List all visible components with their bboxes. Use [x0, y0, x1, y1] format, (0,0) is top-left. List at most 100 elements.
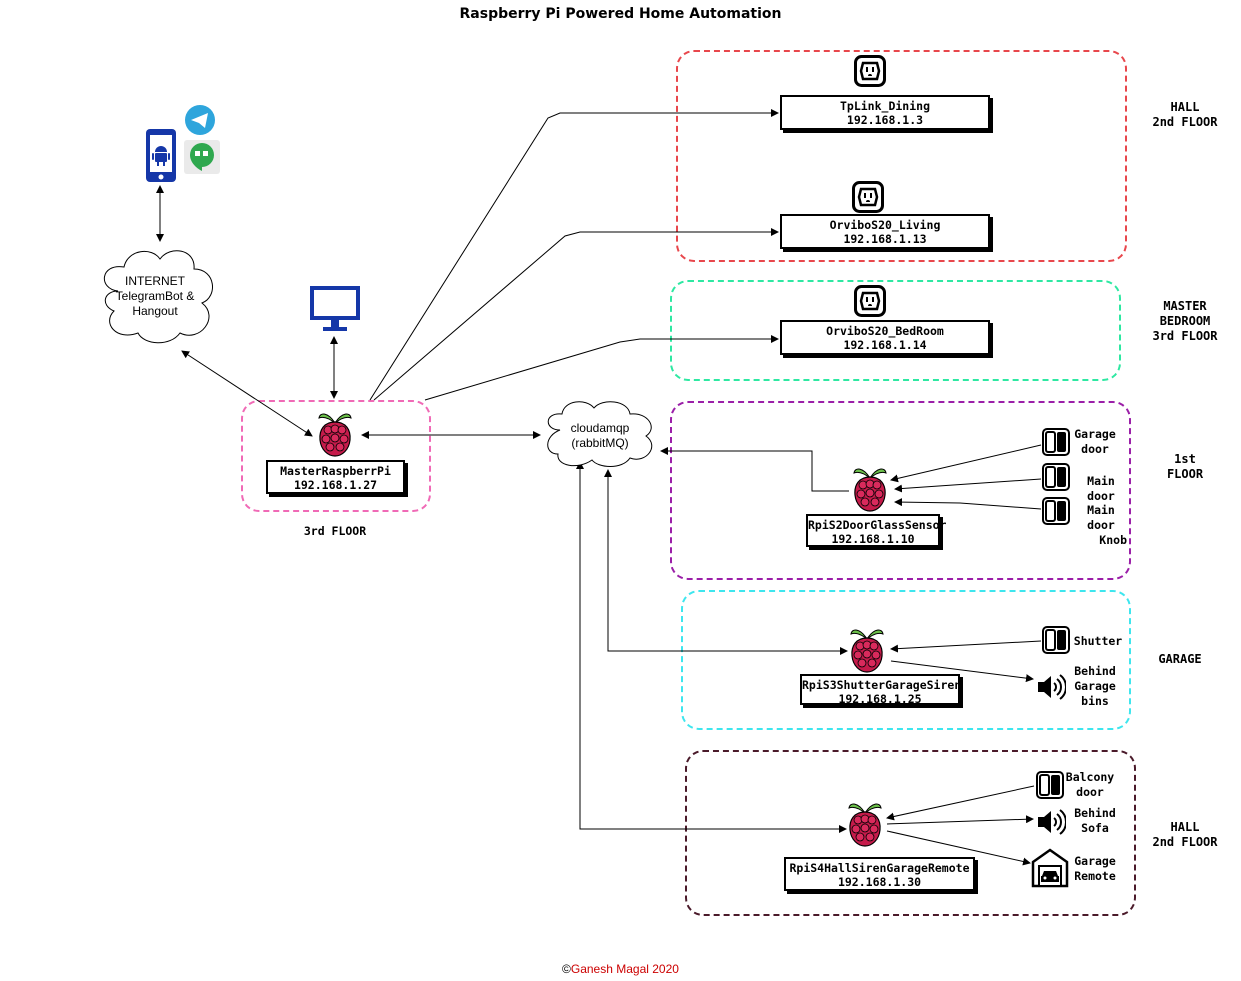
pi-ip: 192.168.1.10: [831, 532, 915, 546]
zone-master-3rd-floor: [241, 400, 431, 512]
plug-box-orvibo-living: OrviboS20_Living 192.168.1.13: [780, 214, 990, 249]
switch-icon: [1042, 463, 1070, 491]
plug-ip: 192.168.1.14: [843, 338, 927, 352]
link-pi4-speaker: [886, 815, 1034, 825]
zone-label-line1: HALL: [1170, 100, 1200, 114]
power-outlet-icon: [854, 55, 886, 87]
zone-master-bedroom: [670, 280, 1121, 381]
garage-remote-label-line2: Remote: [1074, 869, 1116, 883]
behind-sofa-label: Behind Sofa: [1066, 806, 1124, 836]
internet-label-line2: TelegramBot &: [115, 289, 195, 303]
raspberry-pi-icon: [850, 629, 884, 673]
main-door-knob-label: Main door Knob: [1070, 503, 1132, 548]
master-pi-box: MasterRaspberrPi 192.168.1.27: [266, 460, 405, 494]
balcony-door-label-line1: Balcony: [1065, 770, 1115, 784]
copyright-symbol: ©: [562, 962, 571, 976]
link-pi3-speaker: [890, 660, 1034, 683]
cloudamqp-label-line1: cloudamqp: [570, 421, 630, 435]
behind-garage-bins-label-line3: bins: [1081, 694, 1109, 708]
copyright-footer: ©Ganesh Magal 2020: [0, 962, 1241, 976]
main-door-knob-label-line1: Main door: [1087, 503, 1115, 532]
plug-name: TpLink_Dining: [839, 99, 930, 113]
switch-icon: [1042, 626, 1070, 654]
zone-label-line1: 1st: [1174, 452, 1196, 466]
switch-icon: [1036, 771, 1064, 799]
behind-sofa-label-line2: Sofa: [1081, 821, 1109, 835]
plug-name: OrviboS20_BedRoom: [826, 324, 944, 338]
link-pi4-garage: [886, 830, 1031, 866]
link-master-orvibo-living: [373, 228, 779, 401]
link-shutter-pi3: [890, 640, 1042, 653]
main-door-knob-label-line2: Knob: [1099, 533, 1127, 547]
garage-remote-label-line1: Garage: [1074, 854, 1116, 868]
master-pi-name: MasterRaspberrPi: [280, 464, 391, 478]
power-outlet-icon: [854, 285, 886, 317]
garage-door-label: Garage door: [1066, 427, 1124, 457]
plug-ip: 192.168.1.3: [846, 113, 924, 127]
main-door-label: Main door: [1087, 474, 1115, 503]
balcony-door-label-line2: door: [1076, 785, 1104, 799]
garage-door-label-line2: door: [1081, 442, 1109, 456]
link-master-tplink: [369, 109, 779, 401]
raspberry-pi-icon: [853, 468, 887, 512]
telegram-icon: [185, 105, 215, 135]
pi-name: RpiS3ShutterGarageSiren: [802, 678, 962, 692]
behind-garage-bins-label-line1: Behind: [1074, 664, 1116, 678]
zone-hall-2nd-floor-top: [676, 50, 1127, 262]
monitor-icon: [310, 286, 360, 331]
copyright-text: Ganesh Magal 2020: [570, 962, 679, 976]
zone-label-line2: BEDROOM: [1159, 314, 1211, 328]
garage-icon: [1031, 848, 1069, 888]
link-main-door-knob-pi2: [894, 498, 1042, 510]
internet-label: INTERNET TelegramBot & Hangout: [100, 274, 210, 319]
master-pi-ip: 192.168.1.27: [293, 478, 378, 492]
pi-ip: 192.168.1.25: [838, 692, 922, 706]
behind-garage-bins-label: Behind Garage bins: [1066, 664, 1124, 709]
garage-door-label-line1: Garage: [1074, 427, 1116, 441]
zone-label-garage: GARAGE: [1158, 652, 1202, 666]
link-balcony-pi4: [886, 785, 1035, 821]
zone-label-hall-top: HALL 2nd FLOOR: [1140, 100, 1230, 130]
pi-name: RpiS2DoorGlassSensor: [808, 518, 947, 532]
garage-remote-label: Garage Remote: [1066, 854, 1124, 884]
zone-label-line2: 2nd FLOOR: [1152, 115, 1218, 129]
plug-name: OrviboS20_Living: [829, 218, 941, 232]
behind-garage-bins-label-line2: Garage: [1074, 679, 1116, 693]
link-pi3-cloud: [604, 469, 848, 655]
link-master-orvibo-bedroom: [424, 335, 779, 401]
zone-hall-2nd-floor-bottom: [685, 750, 1136, 916]
master-floor-label: 3rd FLOOR: [303, 524, 367, 538]
raspberry-pi-icon: [318, 413, 352, 457]
raspberry-pi-icon: [848, 803, 882, 847]
zone-label-line3: 3rd FLOOR: [1152, 329, 1218, 343]
speaker-icon: [1037, 674, 1066, 700]
behind-sofa-label-line1: Behind: [1074, 806, 1116, 820]
zone-label-line1: HALL: [1170, 820, 1200, 834]
plug-box-tplink-dining: TpLink_Dining 192.168.1.3: [780, 95, 990, 130]
zone-label-master-bedroom: MASTER BEDROOM 3rd FLOOR: [1140, 299, 1230, 344]
link-pi2-cloud: [660, 447, 849, 492]
zone-label-line2: FLOOR: [1166, 467, 1204, 481]
zone-label-1st-floor: 1st FLOOR: [1140, 452, 1230, 482]
zone-label-line1: MASTER: [1163, 299, 1207, 313]
zone-label-hall-bottom: HALL 2nd FLOOR: [1140, 820, 1230, 850]
internet-label-line1: INTERNET: [125, 274, 185, 288]
power-outlet-icon: [852, 181, 884, 213]
link-garage-door-pi2: [890, 444, 1042, 483]
pi-box-rpis2: RpiS2DoorGlassSensor 192.168.1.10: [806, 514, 947, 547]
plug-box-orvibo-bedroom: OrviboS20_BedRoom 192.168.1.14: [780, 320, 990, 355]
switch-icon: [1042, 497, 1070, 525]
link-pi4-cloud: [576, 461, 847, 833]
hangouts-icon: [184, 140, 220, 174]
pi-ip: 192.168.1.30: [837, 875, 922, 889]
plug-ip: 192.168.1.13: [843, 232, 927, 246]
link-internet-master: [181, 350, 313, 437]
pi-box-rpis3: RpiS3ShutterGarageSiren 192.168.1.25: [800, 674, 962, 706]
cloudamqp-cloud-icon: [547, 401, 653, 467]
cloudamqp-label-line2: (rabbitMQ): [571, 436, 629, 450]
pi-box-rpis4: RpiS4HallSirenGarageRemote 192.168.1.30: [784, 857, 975, 891]
speaker-icon: [1037, 809, 1066, 835]
link-main-door-pi2: [894, 478, 1042, 493]
internet-label-line3: Hangout: [132, 304, 178, 318]
